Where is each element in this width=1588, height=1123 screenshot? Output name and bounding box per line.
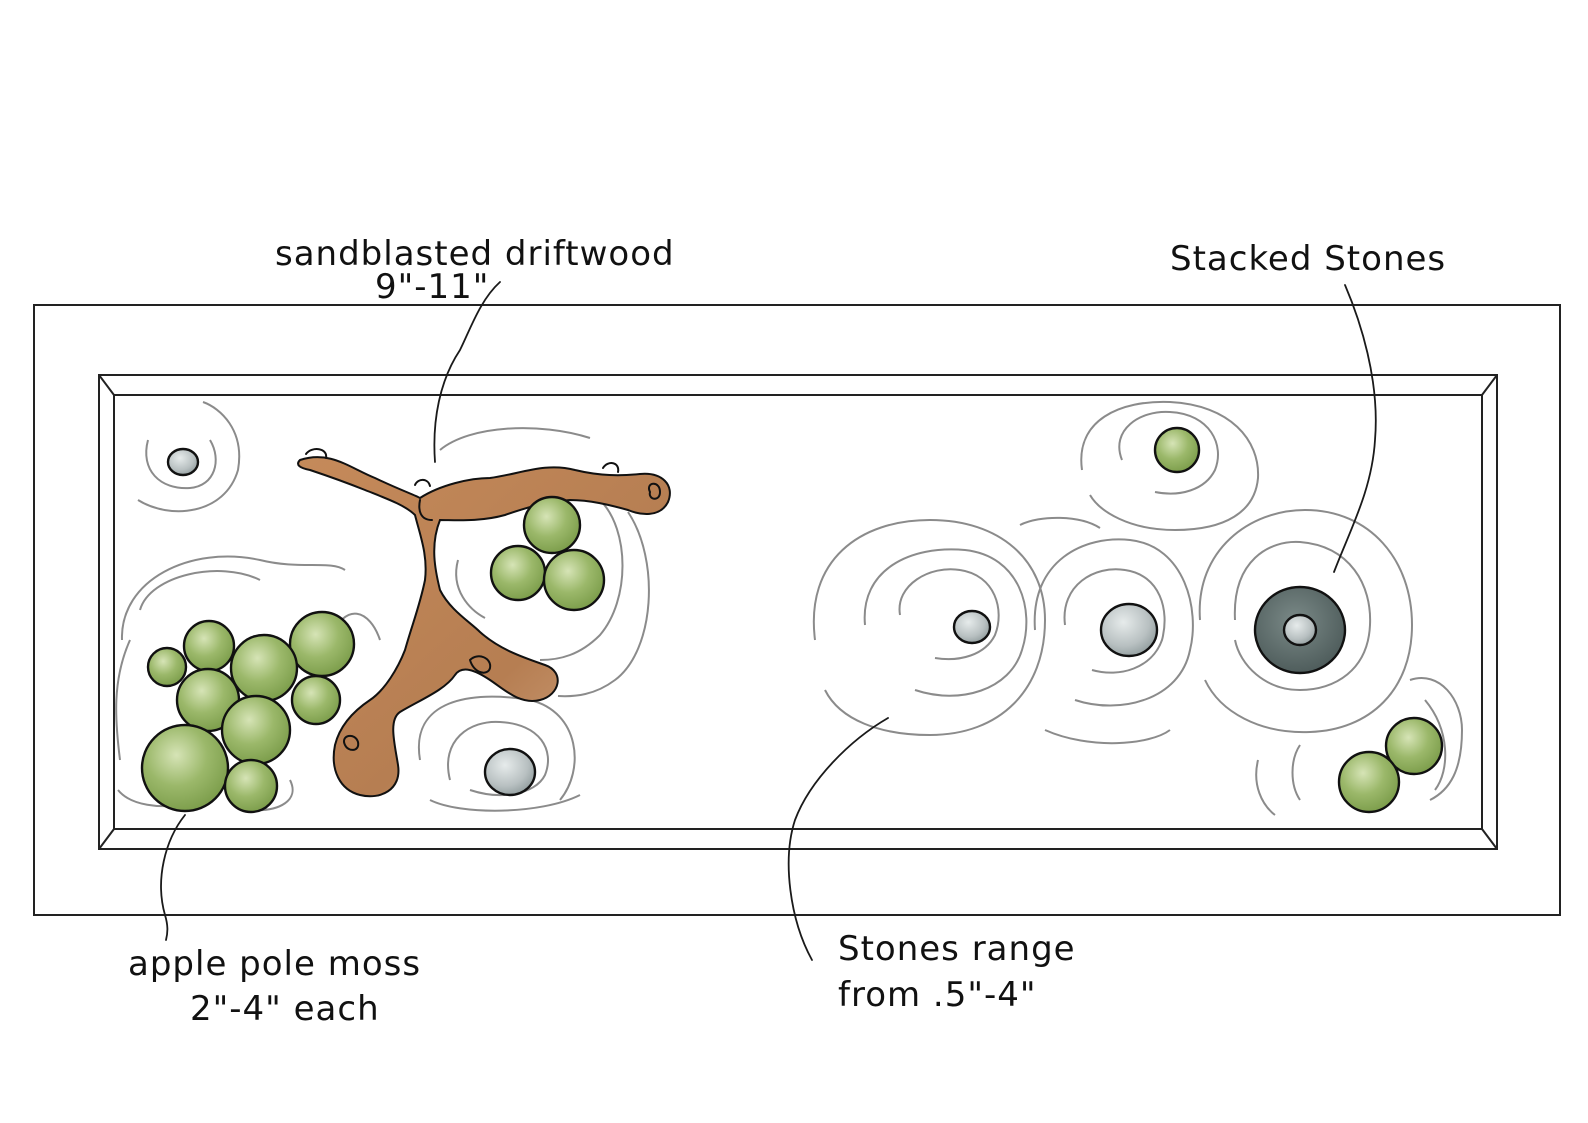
moss-ball bbox=[288, 610, 356, 678]
ripple-line bbox=[1063, 568, 1166, 674]
planter-bed bbox=[113, 394, 1483, 830]
planter-outer-edge bbox=[33, 304, 1561, 916]
stone bbox=[952, 609, 992, 645]
driftwood-label: sandblasted driftwood bbox=[275, 234, 675, 274]
moss-size-label: 2"-4" each bbox=[190, 989, 380, 1029]
moss-ball bbox=[1337, 750, 1401, 814]
ripple-line bbox=[1409, 677, 1464, 801]
ripple-line bbox=[455, 559, 486, 619]
ripple-line bbox=[145, 439, 217, 490]
moss-ball bbox=[223, 758, 279, 814]
ripple-line bbox=[439, 427, 591, 451]
driftwood-knot bbox=[602, 462, 620, 473]
apple-pole-moss bbox=[140, 426, 1444, 814]
stacked-stones-label: Stacked Stones bbox=[1170, 239, 1446, 279]
moss-ball bbox=[140, 723, 230, 813]
stone bbox=[483, 747, 537, 797]
moss-leader-line bbox=[160, 814, 186, 941]
driftwood-knot bbox=[305, 448, 328, 459]
moss-ball bbox=[146, 646, 188, 688]
stone bbox=[1099, 602, 1159, 658]
driftwood-knot bbox=[648, 482, 661, 500]
ripple-line bbox=[139, 570, 261, 611]
ripple-line bbox=[1198, 508, 1414, 734]
planter-bevel-corner bbox=[1481, 374, 1498, 396]
stone bbox=[166, 447, 200, 477]
ripple-line bbox=[863, 548, 1028, 697]
sand-ripples bbox=[115, 400, 1464, 816]
ripple-line bbox=[812, 518, 1047, 737]
ripple-line bbox=[120, 555, 346, 641]
ripple-line bbox=[1080, 400, 1260, 532]
planter-bevel-corner bbox=[1481, 828, 1498, 850]
moss-ball bbox=[522, 495, 582, 555]
planter-bevel-corner bbox=[98, 828, 115, 850]
ripple-line bbox=[115, 639, 131, 761]
stones-label: Stones range bbox=[838, 929, 1076, 969]
leader-lines bbox=[160, 281, 1377, 961]
ripple-line bbox=[898, 568, 1000, 661]
moss-ball bbox=[489, 544, 547, 602]
driftwood-knot bbox=[469, 655, 492, 674]
ripple-line bbox=[137, 401, 241, 513]
driftwood-knot bbox=[343, 734, 360, 751]
moss-ball bbox=[229, 633, 299, 703]
moss-label: apple pole moss bbox=[128, 944, 421, 984]
ripple-line bbox=[557, 511, 650, 698]
ripple-line bbox=[1033, 538, 1194, 707]
driftwood-grain bbox=[418, 499, 433, 521]
ripple-line bbox=[1233, 540, 1372, 692]
stacked-stones-leader-line bbox=[1333, 284, 1377, 573]
ripple-line bbox=[1118, 410, 1219, 495]
ripple-line bbox=[1019, 516, 1101, 529]
driftwood bbox=[297, 448, 671, 798]
ripple-line bbox=[429, 794, 581, 812]
stones-size-label: from .5"-4" bbox=[838, 975, 1037, 1015]
ripple-line bbox=[1255, 759, 1276, 816]
planter-bevel-corner bbox=[98, 374, 115, 396]
driftwood-leader-line bbox=[433, 281, 501, 463]
moss-ball bbox=[542, 548, 606, 612]
stacked-stone-top bbox=[1282, 613, 1318, 647]
ripple-line bbox=[1424, 699, 1447, 791]
moss-ball bbox=[1384, 716, 1444, 776]
moss-ball bbox=[182, 619, 236, 673]
driftwood-size-label: 9"-11" bbox=[375, 267, 489, 307]
planter-inner-rim bbox=[98, 374, 1498, 850]
driftwood-branch bbox=[297, 456, 671, 798]
ripple-line bbox=[1291, 744, 1301, 801]
ripple-line bbox=[1044, 729, 1171, 745]
moss-ball bbox=[220, 694, 292, 766]
moss-ball bbox=[290, 674, 342, 726]
planter-frame bbox=[33, 304, 1561, 916]
annotation-labels: sandblasted driftwood 9"-11" Stacked Sto… bbox=[128, 234, 1446, 1029]
stones bbox=[166, 447, 1347, 797]
ripple-line bbox=[539, 499, 624, 661]
driftwood-knot bbox=[414, 478, 431, 487]
stones-leader-line bbox=[787, 717, 889, 961]
moss-ball bbox=[1153, 426, 1201, 474]
